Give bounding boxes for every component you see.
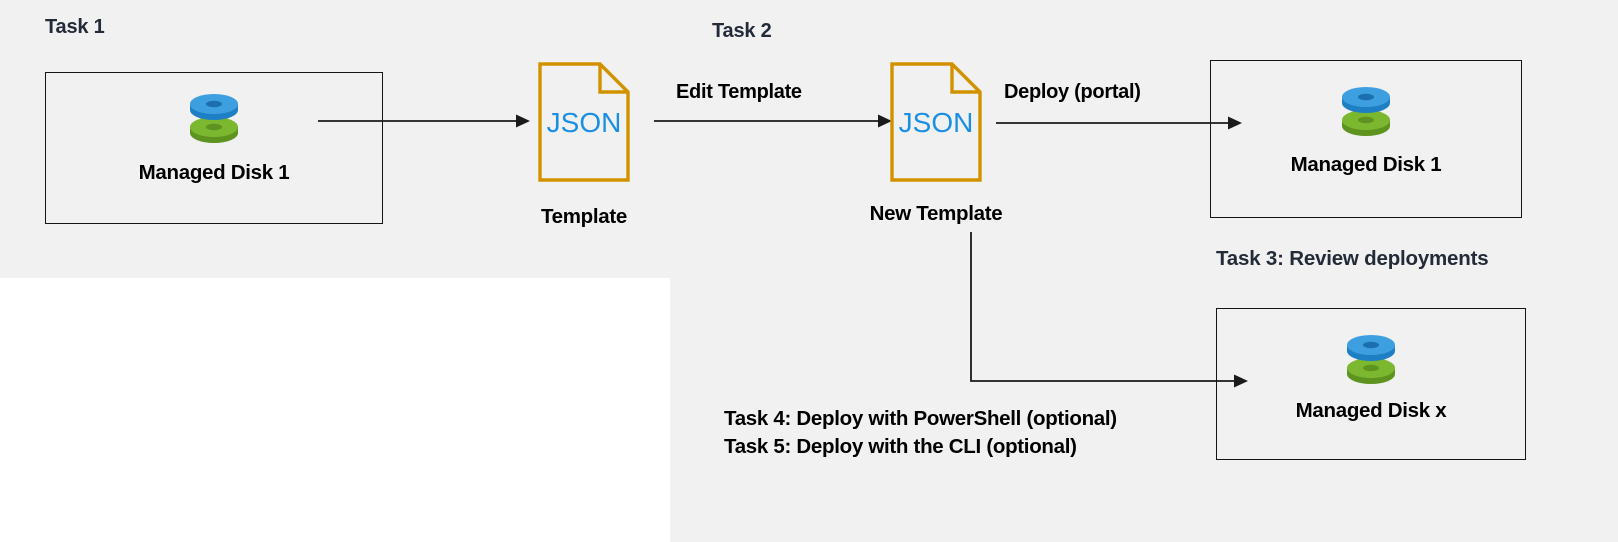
connector-new-template-to-diskx — [962, 232, 1252, 404]
svg-text:JSON: JSON — [899, 107, 974, 138]
managed-disk-icon — [183, 91, 245, 147]
task1-label: Task 1 — [45, 16, 105, 38]
new-template-json-document: JSON — [890, 62, 982, 182]
task3-annotation: Task 3: Review deployments — [1216, 247, 1489, 270]
task5-annotation: Task 5: Deploy with the CLI (optional) — [724, 435, 1077, 458]
managed-disk-x-caption: Managed Disk x — [1295, 399, 1447, 422]
connector-new-template-to-disk1 — [996, 110, 1244, 136]
edit-template-label: Edit Template — [676, 81, 802, 103]
new-template-caption: New Template — [869, 202, 1003, 225]
deploy-portal-label: Deploy (portal) — [1004, 81, 1141, 103]
template-json-document: JSON — [538, 62, 630, 182]
managed-disk-x-box: Managed Disk x — [1216, 308, 1526, 460]
managed-disk-icon — [1340, 332, 1402, 388]
task2-panel — [670, 0, 1618, 542]
connector-template-to-new-template — [654, 108, 894, 134]
managed-disk-1-box-right: Managed Disk 1 — [1210, 60, 1522, 218]
managed-disk-1-caption-right: Managed Disk 1 — [1290, 153, 1442, 176]
managed-disk-1-caption-left: Managed Disk 1 — [138, 161, 290, 184]
connector-disk-to-template — [318, 108, 532, 134]
svg-text:JSON: JSON — [547, 107, 622, 138]
managed-disk-icon — [1335, 84, 1397, 140]
template-caption: Template — [540, 205, 628, 228]
managed-disk-1-box-left: Managed Disk 1 — [45, 72, 383, 224]
task1-panel — [0, 0, 670, 278]
task2-label: Task 2 — [712, 20, 772, 42]
task4-annotation: Task 4: Deploy with PowerShell (optional… — [724, 407, 1117, 430]
